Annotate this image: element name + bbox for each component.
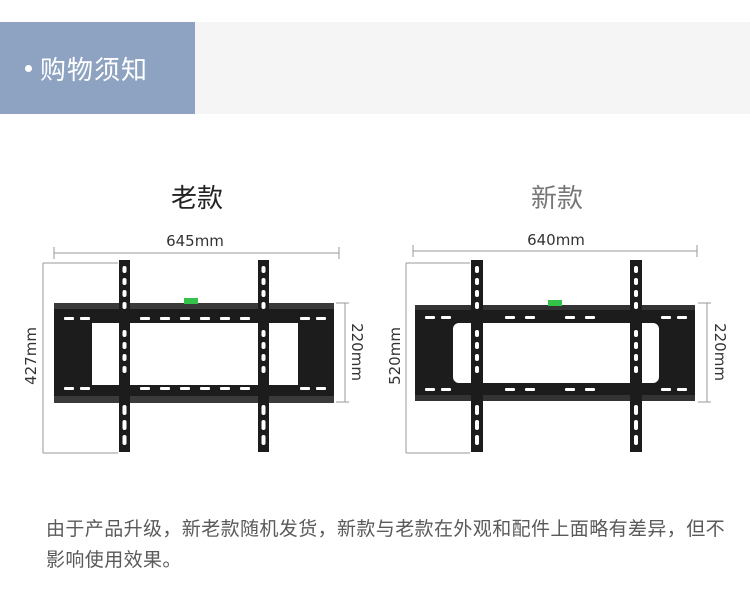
- old-inner-label: 220mm: [348, 323, 366, 381]
- old-height-label: 427mm: [22, 327, 40, 385]
- old-width-dimension: [53, 247, 340, 259]
- new-width-label: 640mm: [527, 231, 585, 249]
- new-model-label: 新款: [530, 184, 583, 214]
- old-inner-dimension: [336, 302, 349, 403]
- old-model-label: 老款: [170, 184, 223, 214]
- old-wall-plate: [54, 303, 334, 403]
- old-bracket-diagram: 645mm 427mm 220mm: [22, 232, 366, 454]
- new-inner-dimension: [698, 302, 711, 403]
- old-vertical-arm-right: [258, 260, 269, 452]
- new-height-label: 520mm: [386, 327, 404, 385]
- header-tab: 购物须知: [0, 22, 195, 114]
- old-width-label: 645mm: [166, 232, 224, 250]
- new-height-dimension: [405, 262, 470, 454]
- old-vertical-arm-left: [119, 260, 130, 452]
- new-vertical-arm-left: [471, 260, 483, 452]
- new-vertical-arm-right: [630, 260, 642, 452]
- new-level-indicator: [548, 300, 562, 306]
- old-height-dimension: [42, 262, 118, 454]
- notice-caption: 由于产品升级，新老款随机发货，新款与老款在外观和配件上面略有差异，但不影响使用效…: [46, 518, 726, 571]
- header-title: 购物须知: [40, 55, 149, 86]
- new-wall-plate: [415, 305, 695, 401]
- new-bracket-diagram: 640mm 520mm 220mm: [386, 231, 729, 454]
- new-width-dimension: [412, 245, 698, 257]
- new-inner-label: 220mm: [711, 323, 729, 381]
- old-level-indicator: [184, 298, 198, 304]
- bullet-icon: [25, 64, 32, 72]
